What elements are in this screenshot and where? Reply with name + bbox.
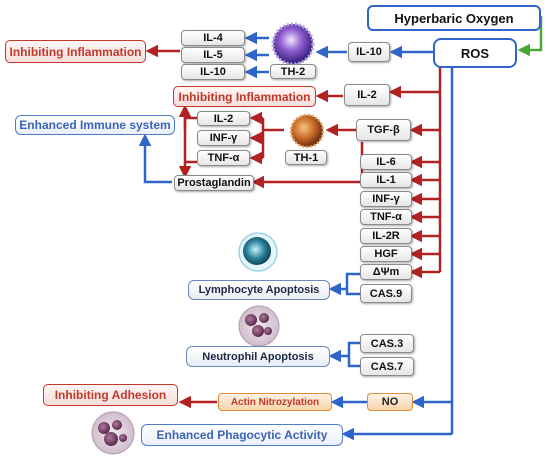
lymphocyte-apoptosis: Lymphocyte Apoptosis (188, 280, 330, 300)
hbo-to-ros-arrow (517, 16, 543, 57)
il10-box-right: IL-10 (348, 42, 390, 62)
cas3-box: CAS.3 (360, 334, 414, 353)
il1-box: IL-1 (360, 172, 412, 188)
inhibiting-inflammation-mid: Inhibiting Inflammation (173, 86, 316, 107)
infg-box-mid: INF-γ (197, 130, 250, 146)
cas9-box: CAS.9 (360, 284, 412, 303)
hgf-box: HGF (360, 246, 412, 262)
il2r-box: IL-2R (360, 228, 412, 244)
il10-box-left: IL-10 (181, 64, 245, 80)
neutrophil-icon (238, 305, 280, 347)
enhanced-immune-system: Enhanced Immune system (15, 115, 175, 135)
th2-label: TH-2 (270, 64, 316, 79)
phagocyte-icon (91, 411, 135, 455)
th2-cell-icon (271, 22, 315, 66)
th1-label: TH-1 (285, 150, 327, 165)
il2-box-mid: IL-2 (197, 111, 250, 126)
th1-cell-icon (289, 113, 325, 149)
ros-box: ROS (433, 38, 517, 68)
tnfa-box-mid: TNF-α (197, 150, 250, 166)
cas7-box: CAS.7 (360, 357, 414, 376)
no-box: NO (367, 393, 413, 411)
il6-box: IL-6 (360, 154, 412, 170)
inhibiting-inflammation-top: Inhibiting Inflammation (5, 40, 146, 63)
actin-nitrozylation: Actin Nitrozylation (218, 393, 332, 411)
tgf-beta-box: TGF-β (356, 119, 411, 141)
il2-box-right: IL-2 (344, 84, 390, 106)
blue-arrows (138, 31, 454, 441)
delta-psi-m-box: ΔΨm (360, 264, 412, 280)
prostaglandin-box: Prostaglandin (174, 175, 254, 191)
hyperbaric-oxygen-box: Hyperbaric Oxygen (367, 5, 541, 31)
infg-box-right: INF-γ (360, 191, 412, 207)
neutrophil-apoptosis: Neutrophil Apoptosis (186, 346, 330, 367)
il4-box: IL-4 (181, 30, 245, 46)
tnfa-box-right: TNF-α (360, 209, 412, 225)
lymphocyte-icon (238, 232, 278, 272)
il5-box: IL-5 (181, 47, 245, 63)
enhanced-phagocytic-activity: Enhanced Phagocytic Activity (141, 424, 343, 446)
inhibiting-adhesion: Inhibiting Adhesion (43, 384, 178, 406)
